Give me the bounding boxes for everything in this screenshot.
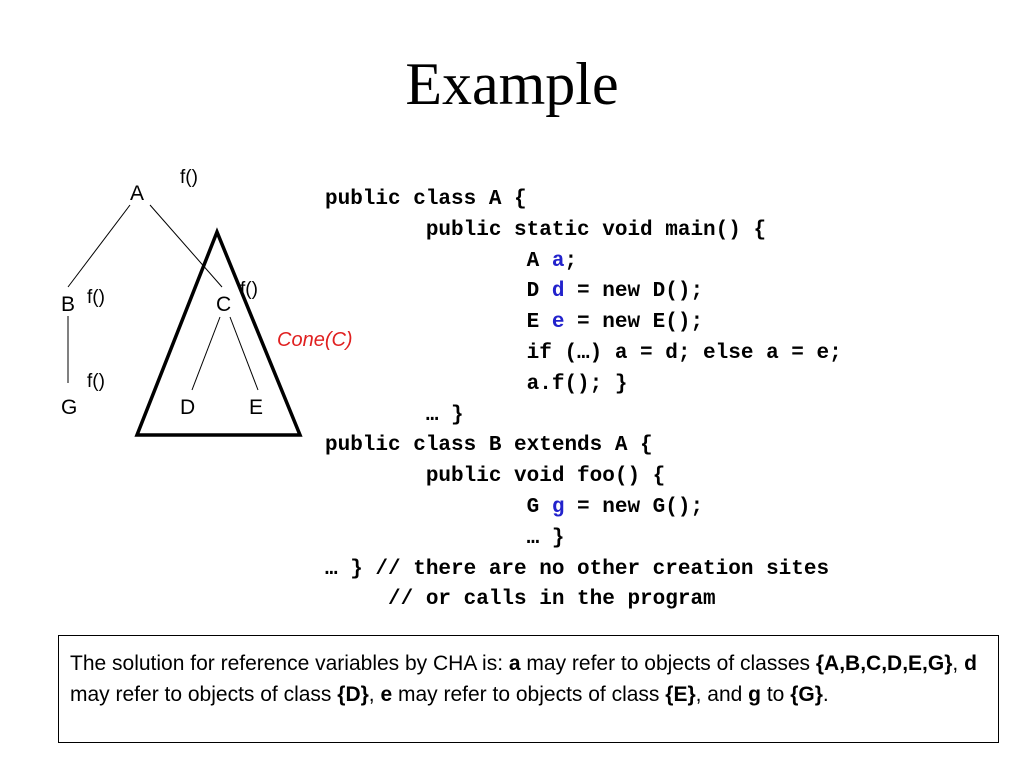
code-block: public class A { public static void main… <box>325 185 842 616</box>
code-line: public class B extends A { <box>325 431 842 462</box>
code-text: … } <box>325 526 565 550</box>
code-line: if (…) a = d; else a = e; <box>325 339 842 370</box>
slide-title: Example <box>405 51 619 117</box>
code-line: … } <box>325 401 842 432</box>
code-text: E <box>325 311 552 335</box>
code-line: … } // there are no other creation sites <box>325 555 842 586</box>
solution-text: to <box>761 682 791 706</box>
code-line: public void foo() { <box>325 462 842 493</box>
edge-c-d <box>191 316 221 391</box>
code-text: = new E(); <box>564 311 704 335</box>
code-variable: g <box>551 495 565 519</box>
edge-c-e <box>229 316 259 391</box>
code-variable: d <box>551 280 565 304</box>
code-line: public static void main() { <box>325 216 842 247</box>
solution-emphasis: e <box>380 682 393 706</box>
solution-emphasis: {E} <box>665 682 696 706</box>
code-text: = new D(); <box>564 280 704 304</box>
code-text: ; <box>564 249 578 273</box>
method-label-b: f() <box>87 287 105 308</box>
solution-text: , <box>952 652 965 675</box>
solution-text: , <box>368 682 381 706</box>
code-line: // or calls in the program <box>325 585 842 616</box>
code-line: a.f(); } <box>325 370 842 401</box>
code-line: E e = new E(); <box>325 308 842 339</box>
code-line: … } <box>325 524 842 555</box>
solution-emphasis: a <box>508 652 521 675</box>
solution-emphasis: g <box>748 682 761 706</box>
code-text: … } <box>325 403 464 427</box>
solution-emphasis: {A,B,C,D,E,G} <box>815 652 953 675</box>
cone-triangle <box>134 227 303 437</box>
code-line: public class A { <box>325 185 842 216</box>
code-text: G <box>325 495 552 519</box>
method-label-g: f() <box>87 371 105 392</box>
code-text: public class A { <box>325 188 527 211</box>
solution-text: The solution for reference variables by … <box>70 652 509 675</box>
code-text: … } // there are no other creation sites <box>325 557 830 581</box>
solution-emphasis: {G} <box>790 682 823 706</box>
code-text: A <box>325 249 552 273</box>
solution-text: . <box>822 682 829 706</box>
code-text: public class B extends A { <box>325 434 653 458</box>
method-label-a: f() <box>180 167 198 188</box>
solution-box: The solution for reference variables by … <box>58 635 999 743</box>
node-c: C <box>216 293 231 316</box>
code-text: D <box>325 280 552 304</box>
code-text: if (…) a = d; else a = e; <box>325 341 842 365</box>
code-variable: e <box>551 311 565 335</box>
code-text: // or calls in the program <box>325 588 716 612</box>
edge-a-b <box>67 204 131 288</box>
code-variable: a <box>551 249 565 273</box>
edge-a-c <box>149 204 223 288</box>
code-line: A a; <box>325 247 842 278</box>
method-label-c: f() <box>240 279 258 300</box>
node-d: D <box>180 396 195 419</box>
solution-text: may refer to objects of class <box>70 682 338 706</box>
node-e: E <box>249 396 263 419</box>
code-text: public static void main() { <box>325 218 767 242</box>
code-text: a.f(); } <box>325 372 628 396</box>
solution-text: , and <box>695 682 749 706</box>
solution-text: may refer to objects of class <box>392 682 666 706</box>
code-line: D d = new D(); <box>325 277 842 308</box>
cone-label: Cone(C) <box>277 329 353 351</box>
node-a: A <box>130 182 144 205</box>
code-text: = new G(); <box>564 495 704 519</box>
code-line: G g = new G(); <box>325 493 842 524</box>
node-g: G <box>61 396 77 419</box>
solution-text: may refer to objects of classes <box>520 652 816 675</box>
node-b: B <box>61 293 75 316</box>
code-text: public void foo() { <box>325 465 666 489</box>
solution-emphasis: d <box>964 652 977 675</box>
solution-emphasis: {D} <box>337 682 369 706</box>
